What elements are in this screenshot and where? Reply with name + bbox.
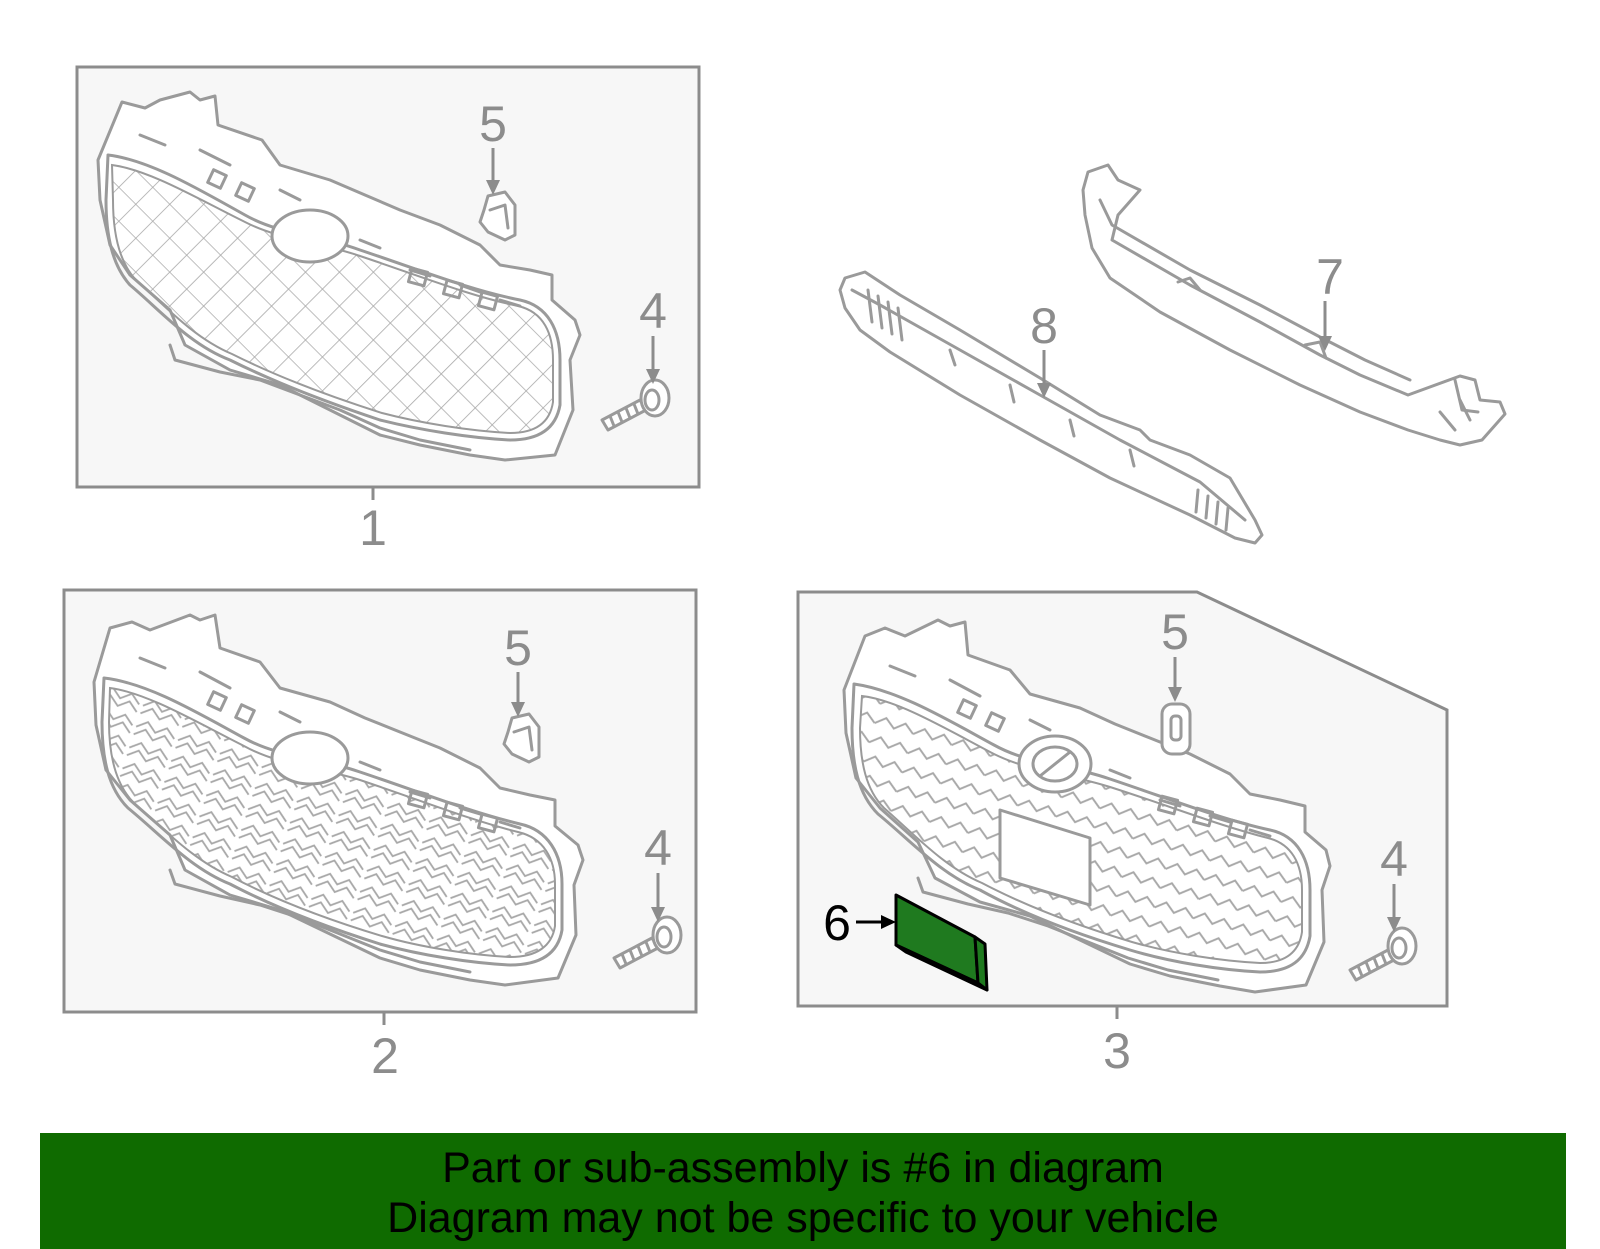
screw-4-panel-1	[600, 378, 671, 432]
callout-7: 7	[1316, 249, 1344, 305]
arrow-6	[856, 915, 896, 929]
arrow-4-panel-2	[651, 873, 665, 922]
callout-5-panel-2: 5	[504, 620, 532, 676]
panel-1-label: 1	[359, 500, 387, 556]
panel-1-grille-assembly: 5 4 1	[75, 65, 701, 556]
grille-2-drawing	[92, 613, 585, 987]
arrow-5-panel-1	[486, 148, 500, 195]
panel-2-grille-assembly: 5 4 2	[62, 588, 698, 1084]
arrow-8	[1037, 350, 1051, 398]
callout-5-panel-3: 5	[1161, 604, 1189, 660]
clip-5-panel-2	[502, 712, 541, 764]
callout-8: 8	[1030, 298, 1058, 354]
arrow-4-panel-1	[646, 336, 660, 384]
arrow-5-panel-3	[1168, 657, 1182, 702]
info-banner: Part or sub-assembly is #6 in diagram Di…	[40, 1133, 1566, 1249]
panel-2-label: 2	[371, 1028, 399, 1084]
banner-line-1: Part or sub-assembly is #6 in diagram	[442, 1144, 1164, 1192]
callout-4-panel-3: 4	[1380, 831, 1408, 887]
arrow-7	[1318, 301, 1332, 351]
clip-5-panel-3	[1160, 702, 1192, 756]
callout-5-panel-1: 5	[479, 96, 507, 152]
grille-1-drawing	[96, 90, 582, 462]
arrow-4-panel-3	[1387, 884, 1401, 932]
panel-3-grille-assembly: 6 5 4 3	[796, 590, 1449, 1079]
upper-bracket-part-7	[1081, 163, 1507, 447]
arrow-5-panel-2	[511, 672, 525, 717]
screw-4-panel-3	[1348, 926, 1418, 982]
emblem-plate-part-6[interactable]	[894, 893, 989, 992]
grille-3-drawing	[842, 618, 1332, 994]
screw-4-panel-2	[612, 915, 683, 970]
panel-3-label: 3	[1103, 1023, 1131, 1079]
callout-6: 6	[823, 895, 851, 951]
callout-4-panel-1: 4	[639, 283, 667, 339]
lower-molding-part-8	[838, 270, 1264, 545]
callout-4-panel-2: 4	[644, 820, 672, 876]
banner-line-2: Diagram may not be specific to your vehi…	[387, 1194, 1219, 1242]
clip-5-panel-1	[478, 190, 517, 242]
